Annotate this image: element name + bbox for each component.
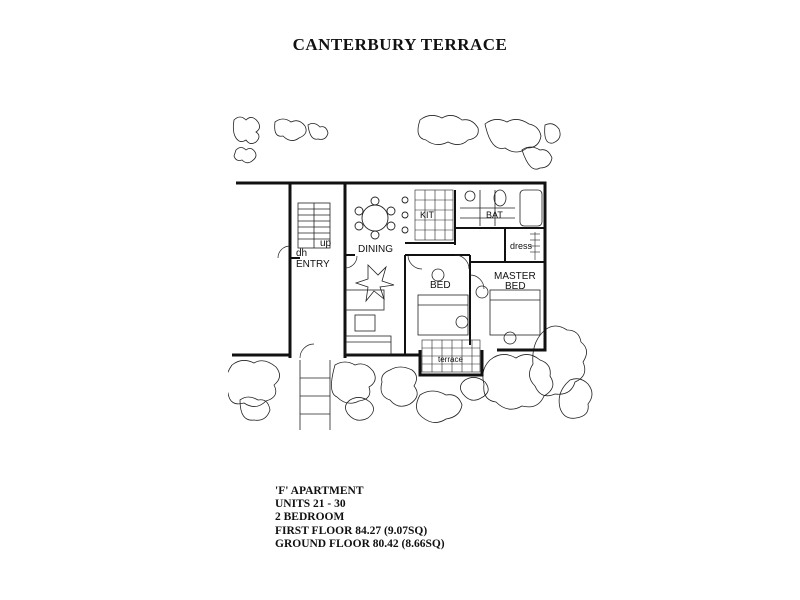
room-label-master-bed-line1: MASTER — [494, 271, 536, 282]
spec-first-floor: FIRST FLOOR 84.27 (9.07SQ) — [275, 524, 428, 537]
door-swings — [277, 245, 485, 359]
spec-apartment: 'F' APARTMENT — [275, 485, 364, 497]
spec-units: UNITS 21 - 30 — [275, 498, 346, 511]
dining-table — [354, 196, 409, 240]
dress-closet — [530, 232, 540, 260]
terrace-floor-grid — [421, 339, 481, 373]
apartment-specs: 'F' APARTMENT UNITS 21 - 30 2 BEDROOM FI… — [275, 485, 445, 551]
walkway — [299, 360, 331, 430]
spec-bedrooms: 2 BEDROOM — [275, 511, 345, 524]
room-label-dining: DINING — [358, 244, 393, 255]
label-dh: dh — [296, 248, 307, 259]
exterior-walls — [232, 181, 547, 377]
room-label-kit: KIT — [420, 210, 435, 220]
master-bedroom-furniture — [475, 285, 541, 345]
bathroom-fixtures — [460, 189, 543, 227]
stairs — [297, 202, 331, 249]
room-label-master-bed-line2: BED — [505, 281, 526, 292]
foliage-bottom — [228, 325, 593, 423]
label-up: up — [320, 238, 332, 249]
room-label-terrace: terrace — [438, 355, 463, 364]
bedroom-furniture — [417, 268, 469, 336]
living-room-furniture — [345, 264, 395, 355]
room-label-bed: BED — [430, 280, 451, 291]
room-label-dress: dress — [510, 241, 533, 251]
page-title: CANTERBURY TERRACE — [292, 35, 508, 54]
foliage-top — [232, 115, 561, 170]
room-label-bat: BAT — [486, 210, 503, 220]
kitchen-floor-grid — [414, 189, 454, 241]
room-label-entry: ENTRY — [296, 259, 330, 270]
floor-plan-drawing: DINING ENTRY dh up KIT BAT dress BED MAS… — [228, 115, 593, 430]
spec-ground-floor: GROUND FLOOR 80.42 (8.66SQ) — [275, 537, 445, 550]
interior-walls — [290, 190, 545, 355]
